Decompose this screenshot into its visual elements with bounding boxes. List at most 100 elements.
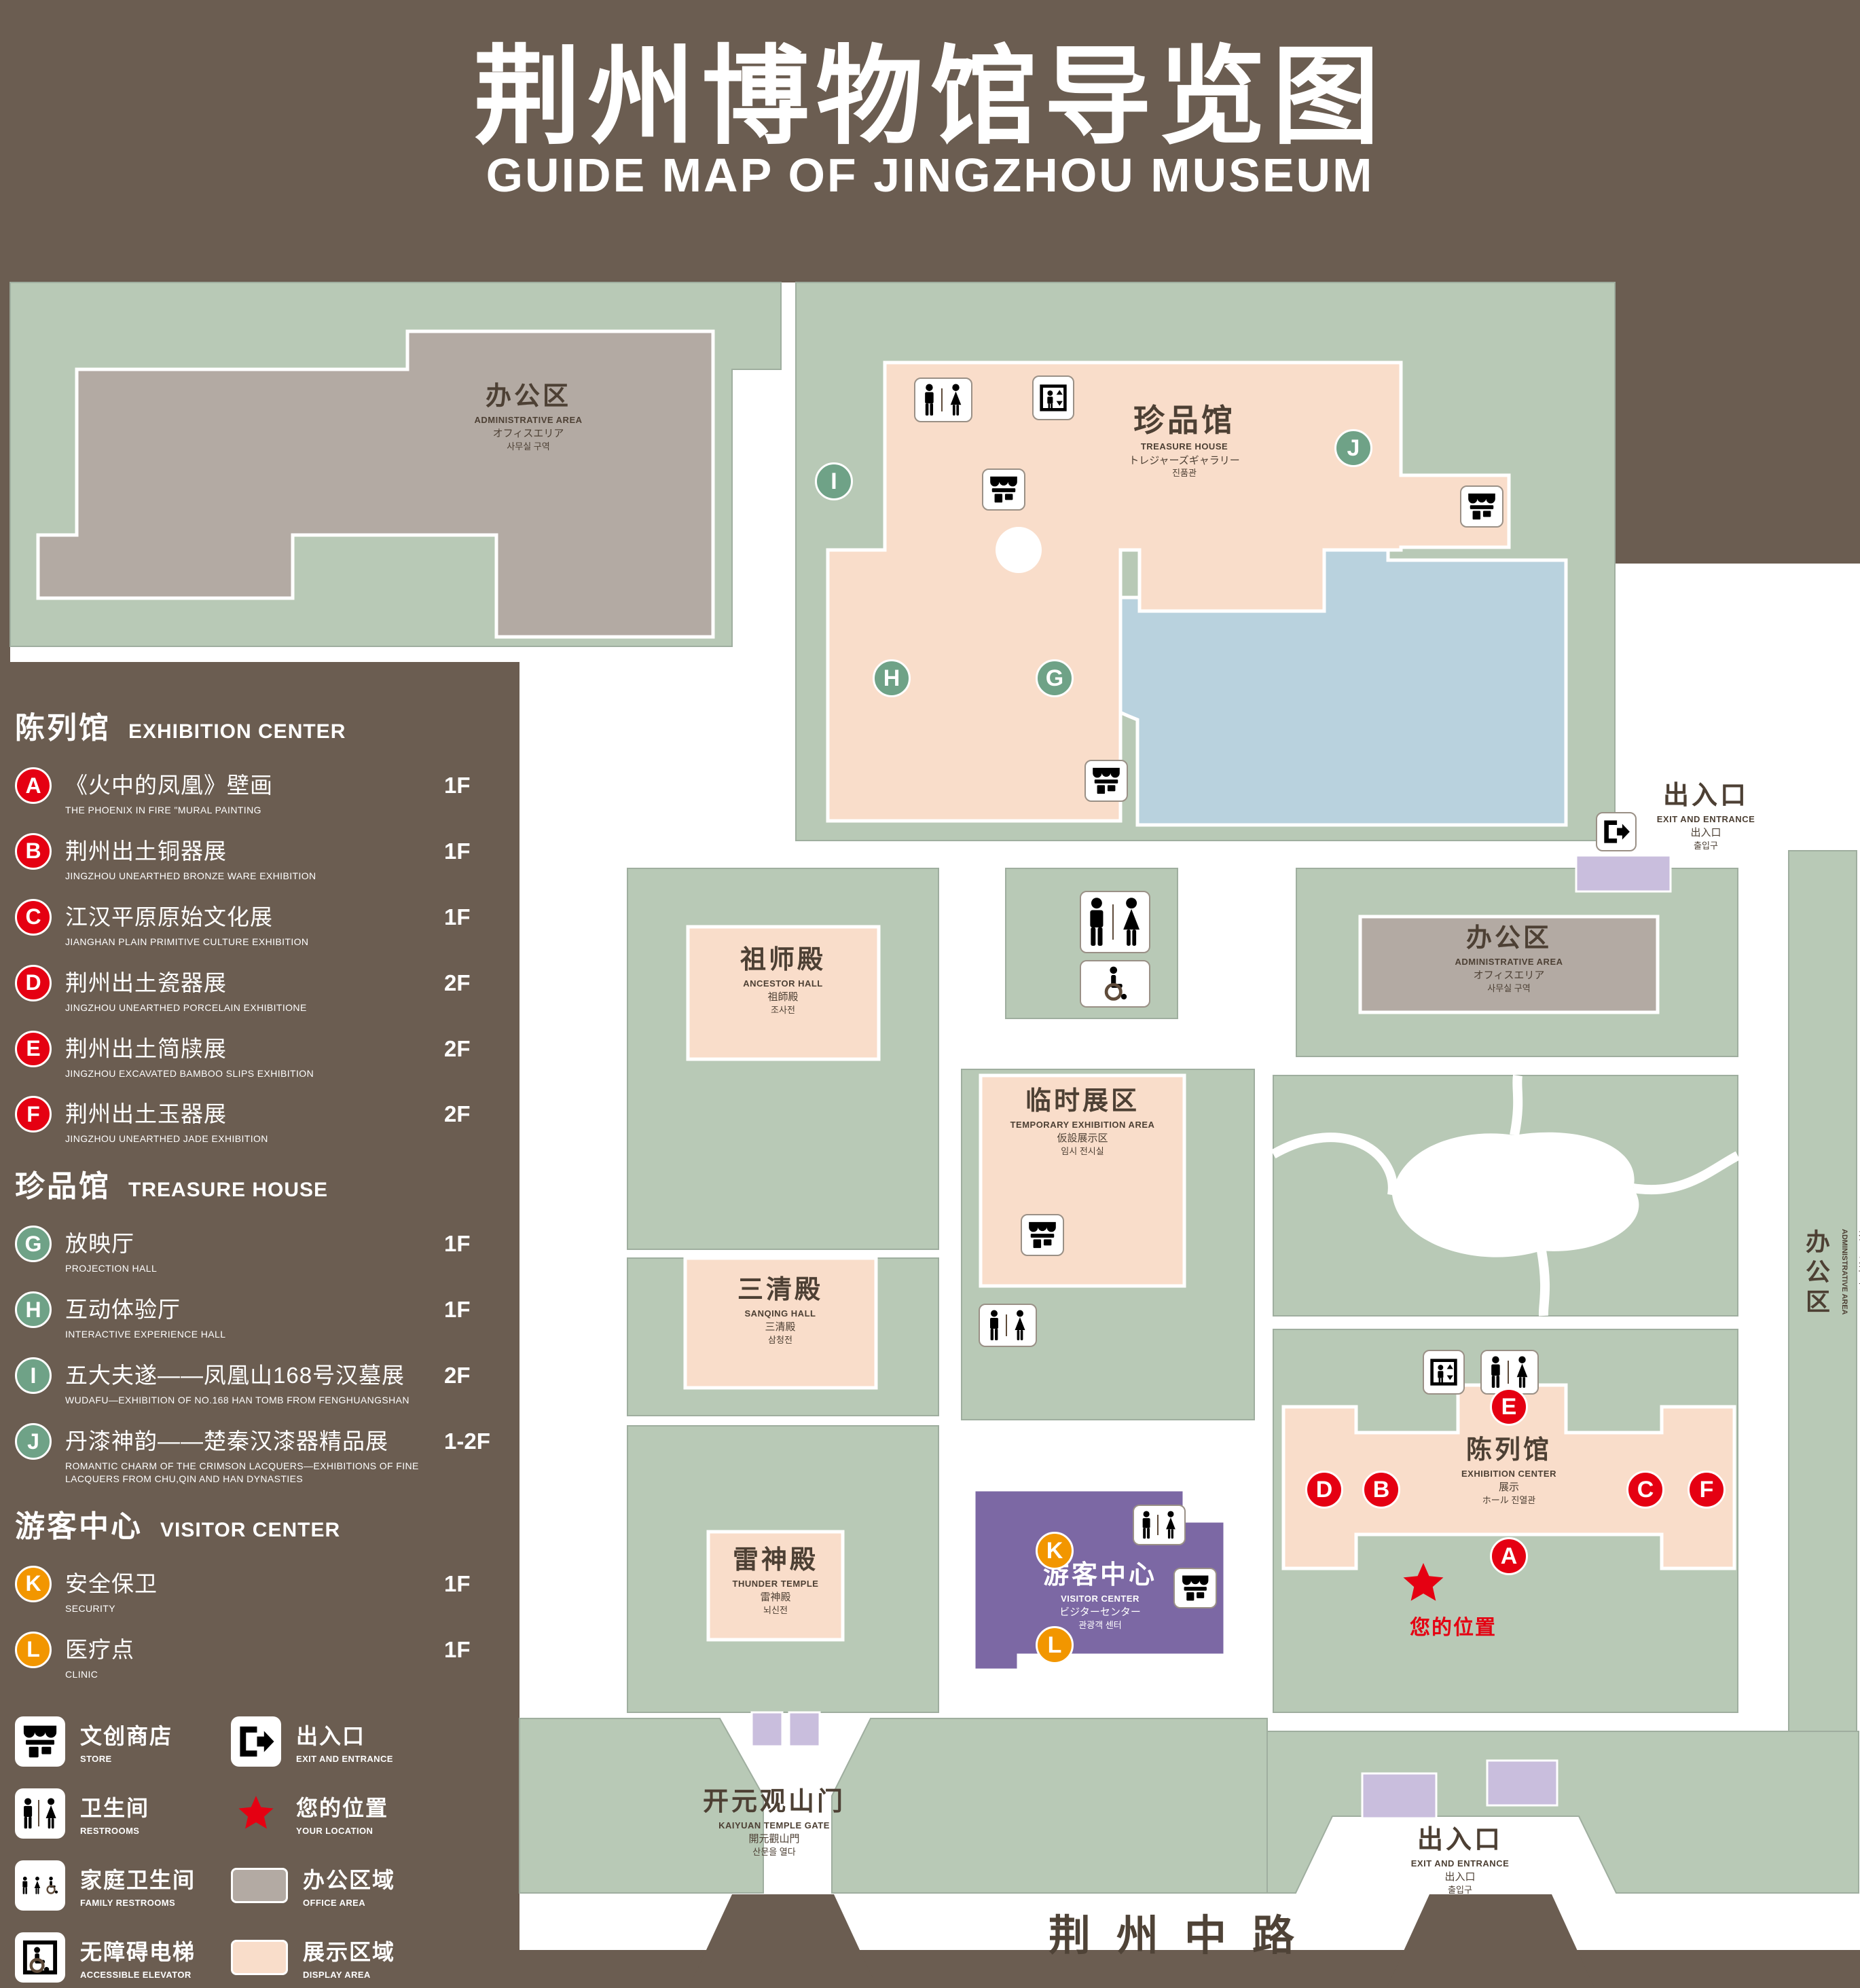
map-marker-c: C bbox=[1626, 1471, 1664, 1509]
label-jp: 出入口 bbox=[1690, 827, 1721, 839]
label-jp: 開元觀山門 bbox=[748, 1833, 800, 1845]
legend-item-floor: 1F bbox=[444, 1231, 471, 1257]
legend-item-j: J 丹漆神韵——楚秦汉漆器精品展 ROMANTIC CHARM OF THE C… bbox=[15, 1423, 503, 1486]
legend-symbol-store: 文创商店 STORE bbox=[15, 1716, 231, 1767]
legend-item-subtitle: SECURITY bbox=[65, 1602, 115, 1614]
legend-item-f: F 荆州出土玉器展 JINGZHOU UNEARTHED JADE EXHIBI… bbox=[15, 1096, 503, 1145]
legend-symbol-family-restroom: 家庭卫生间 FAMILY RESTROOMS bbox=[15, 1860, 231, 1911]
legend-marker: A bbox=[15, 767, 52, 804]
garden-walkways bbox=[1271, 1074, 1740, 1317]
label-zh: 游客中心 bbox=[1042, 1561, 1157, 1589]
legend-symbol-exit: 出入口 EXIT AND ENTRANCE bbox=[231, 1716, 503, 1767]
label-jp: 展示 bbox=[1498, 1481, 1519, 1494]
elevator-icon bbox=[1423, 1350, 1465, 1395]
legend-item-i: I 五大夫遂——凤凰山168号汉墓展 WUDAFU—EXHIBITION OF … bbox=[15, 1357, 503, 1407]
label-en: ADMINISTRATIVE AREA bbox=[474, 414, 583, 425]
map-marker-k: K bbox=[1036, 1532, 1074, 1570]
label-en: ADMINISTRATIVE AREA bbox=[1840, 1229, 1848, 1315]
legend-section-header: 游客中心 VISITOR CENTER bbox=[15, 1502, 503, 1545]
label-en: KAIYUAN TEMPLE GATE bbox=[718, 1820, 830, 1830]
legend-item-subtitle: JINGZHOU EXCAVATED BAMBOO SLIPS EXHIBITI… bbox=[65, 1067, 314, 1079]
family-restroom-icon bbox=[33, 1866, 42, 1904]
label-en: SANQING HALL bbox=[744, 1308, 816, 1319]
map-marker-h: H bbox=[873, 659, 911, 697]
restroom-icon bbox=[914, 378, 972, 422]
label-zh: 临时展区 bbox=[1025, 1087, 1139, 1116]
legend-symbol-accessible-elevator: 无障碍电梯 ACCESSIBLE ELEVATOR bbox=[15, 1932, 231, 1983]
legend-item-h: H 互动体验厅 INTERACTIVE EXPERIENCE HALL 1F bbox=[15, 1291, 503, 1341]
gatehouse-kaiyuan-right bbox=[788, 1711, 821, 1748]
restroom-icon bbox=[43, 1794, 59, 1833]
legend-item-g: G 放映厅 PROJECTION HALL 1F bbox=[15, 1226, 503, 1275]
legend-section-title-en: VISITOR CENTER bbox=[160, 1518, 341, 1541]
your-location-star-icon bbox=[1402, 1563, 1445, 1604]
legend-item-title: 放映厅 bbox=[65, 1231, 134, 1257]
legend-item-floor: 1F bbox=[444, 838, 471, 864]
legend-item-subtitle: JIANGHAN PLAIN PRIMITIVE CULTURE EXHIBIT… bbox=[65, 936, 309, 947]
legend-section-title-zh: 珍品馆 bbox=[15, 1170, 111, 1204]
gatehouse-northeast bbox=[1575, 854, 1672, 893]
label-kr: 사무실 구역 bbox=[1487, 982, 1531, 993]
legend-item-title: 五大夫遂——凤凰山168号汉墓展 bbox=[65, 1363, 405, 1388]
legend-section-header: 珍品馆 TREASURE HOUSE bbox=[15, 1162, 503, 1205]
label-en: ANCESTOR HALL bbox=[743, 978, 823, 989]
legend-item-subtitle: JINGZHOU UNEARTHED BRONZE WARE EXHIBITIO… bbox=[65, 870, 316, 881]
building-exhibition-center bbox=[1281, 1383, 1736, 1570]
legend-section-title-zh: 陈列馆 bbox=[15, 712, 111, 745]
legend-marker: L bbox=[15, 1631, 52, 1668]
legend-marker: G bbox=[15, 1226, 52, 1263]
driveway-south-exit bbox=[1387, 1894, 1594, 1988]
legend-section-title-en: TREASURE HOUSE bbox=[128, 1179, 329, 1202]
store-icon bbox=[982, 468, 1025, 511]
label-jp: ビジターセンター bbox=[1059, 1606, 1141, 1619]
legend-item-floor: 1F bbox=[444, 1297, 471, 1323]
legend-symbol-your-location: 您的位置 YOUR LOCATION bbox=[231, 1791, 503, 1836]
page-subtitle: GUIDE MAP OF JINGZHOU MUSEUM bbox=[486, 149, 1374, 202]
legend-item-l: L 医疗点 CLINIC 1F bbox=[15, 1631, 503, 1681]
legend-item-subtitle: JINGZHOU UNEARTHED JADE EXHIBITION bbox=[65, 1133, 268, 1145]
label-kr: 출입구 bbox=[1448, 1884, 1472, 1895]
map-marker-f: F bbox=[1688, 1471, 1726, 1509]
legend-item-floor: 2F bbox=[444, 1035, 471, 1061]
building-temporary-exhibition bbox=[979, 1073, 1186, 1288]
label-zh: 办公区 bbox=[1802, 1229, 1830, 1319]
label-kr: 임시 전시실 bbox=[1061, 1145, 1104, 1156]
lawn-east-strip bbox=[1788, 850, 1857, 1844]
legend-marker: H bbox=[15, 1291, 52, 1329]
map-marker-a: A bbox=[1490, 1537, 1528, 1575]
label-admin-east: 办公区 ADMINISTRATIVE AREA オフィスエリア 사무실 구역 bbox=[1373, 923, 1645, 993]
exit-icon bbox=[1596, 812, 1637, 851]
label-en: THUNDER TEMPLE bbox=[732, 1578, 819, 1589]
label-en: EXIT AND ENTRANCE bbox=[1410, 1858, 1510, 1869]
legend-symbol-restroom: 卫生间 RESTROOMS bbox=[15, 1788, 231, 1839]
restroom-icon bbox=[1480, 1350, 1539, 1395]
label-en: TEMPORARY EXHIBITION AREA bbox=[1010, 1119, 1155, 1130]
legend-section-title-zh: 游客中心 bbox=[15, 1509, 143, 1543]
legend-item-subtitle: ROMANTIC CHARM OF THE CRIMSON LACQUERS—E… bbox=[65, 1460, 419, 1484]
page-title: 荆州博物馆导览图 bbox=[473, 37, 1387, 157]
legend-item-e: E 荆州出土简牍展 JINGZHOU EXCAVATED BAMBOO SLIP… bbox=[15, 1030, 503, 1080]
family-restroom-icon bbox=[1080, 960, 1150, 1008]
label-treasure-house: 珍品馆 TREASURE HOUSE トレジャーズギャラリー 진품관 bbox=[1048, 402, 1320, 479]
map-marker-g: G bbox=[1036, 659, 1074, 697]
label-zh: 雷神殿 bbox=[732, 1546, 818, 1575]
map-marker-b: B bbox=[1362, 1471, 1400, 1509]
display-area-swatch bbox=[231, 1939, 288, 1975]
label-admin-far-east: 办公区 ADMINISTRATIVE AREA オフィスエリア 사무실 구역 bbox=[1798, 1229, 1860, 1319]
label-jp: 祖師殿 bbox=[767, 991, 799, 1004]
label-zh: 出入口 bbox=[1662, 781, 1749, 810]
label-admin-northwest: 办公区 ADMINISTRATIVE AREA オフィスエリア 사무실 구역 bbox=[393, 382, 664, 452]
restroom-icon bbox=[21, 1794, 35, 1833]
label-thunder-temple: 雷神殿 THUNDER TEMPLE 雷神殿 뇌신전 bbox=[674, 1545, 877, 1615]
legend-item-k: K 安全保卫 SECURITY 1F bbox=[15, 1565, 503, 1615]
label-jp: 仮設展示区 bbox=[1057, 1133, 1108, 1145]
label-en: EXIT AND ENTRANCE bbox=[1656, 813, 1755, 824]
map-marker-d: D bbox=[1305, 1471, 1343, 1509]
office-area-swatch bbox=[231, 1867, 288, 1903]
legend-item-floor: 2F bbox=[444, 1101, 471, 1127]
label-kr: 관광객 센터 bbox=[1078, 1619, 1122, 1630]
your-location-label: 您的位置 bbox=[1410, 1617, 1497, 1639]
exit-icon bbox=[237, 1723, 275, 1761]
legend-item-floor: 1-2F bbox=[444, 1429, 490, 1454]
legend-item-floor: 1F bbox=[444, 1636, 471, 1662]
